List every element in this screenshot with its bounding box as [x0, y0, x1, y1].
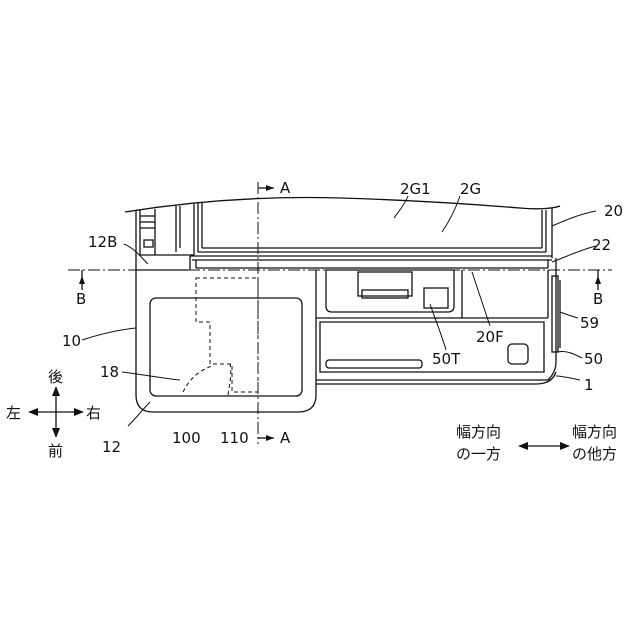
label-width-one-2: の一方 [456, 445, 501, 463]
break-line [125, 198, 560, 212]
hidden-outline-110 [196, 278, 258, 392]
width-direction-arrow [518, 442, 570, 450]
label-A-top: A [280, 179, 291, 197]
label-B-left: B [76, 290, 86, 308]
label-width-one-1: 幅方向 [456, 423, 501, 441]
screen-18 [150, 298, 302, 396]
label-50T: 50T [432, 350, 461, 368]
rail-20F [190, 256, 552, 270]
label-20F: 20F [476, 328, 504, 346]
label-12B: 12B [88, 233, 117, 251]
direction-compass [28, 386, 84, 438]
upper-left-frame [136, 204, 194, 262]
label-2G: 2G [460, 180, 481, 198]
arrow-B-right [595, 276, 601, 284]
label-100: 100 [172, 429, 201, 447]
arrow-A-bottom [266, 435, 274, 441]
label-left: 左 [6, 404, 21, 422]
label-59: 59 [580, 314, 599, 332]
label-1: 1 [584, 376, 594, 394]
housing-1-outline [316, 372, 556, 384]
label-width-other-2: の他方 [572, 445, 617, 463]
leader-lines [82, 196, 596, 426]
label-front: 前 [48, 442, 63, 460]
label-20: 20 [604, 202, 623, 220]
label-10: 10 [62, 332, 81, 350]
hidden-outline-100 [183, 366, 212, 392]
label-right: 右 [86, 404, 101, 422]
label-22: 22 [592, 236, 611, 254]
label-18: 18 [100, 363, 119, 381]
label-B-right: B [593, 290, 603, 308]
arrow-A-top [266, 185, 274, 191]
hidden-outline-110b [228, 364, 231, 395]
label-A-bottom: A [280, 429, 291, 447]
label-50: 50 [584, 350, 603, 368]
compartment-upper [326, 270, 454, 312]
arrow-B-left [79, 276, 85, 284]
label-2G1: 2G1 [400, 180, 431, 198]
label-110: 110 [220, 429, 249, 447]
glass-panel-2G [198, 203, 552, 258]
label-12: 12 [102, 438, 121, 456]
switch-button [508, 344, 528, 364]
label-width-other-1: 幅方向 [572, 423, 617, 441]
label-back: 後 [48, 368, 63, 386]
